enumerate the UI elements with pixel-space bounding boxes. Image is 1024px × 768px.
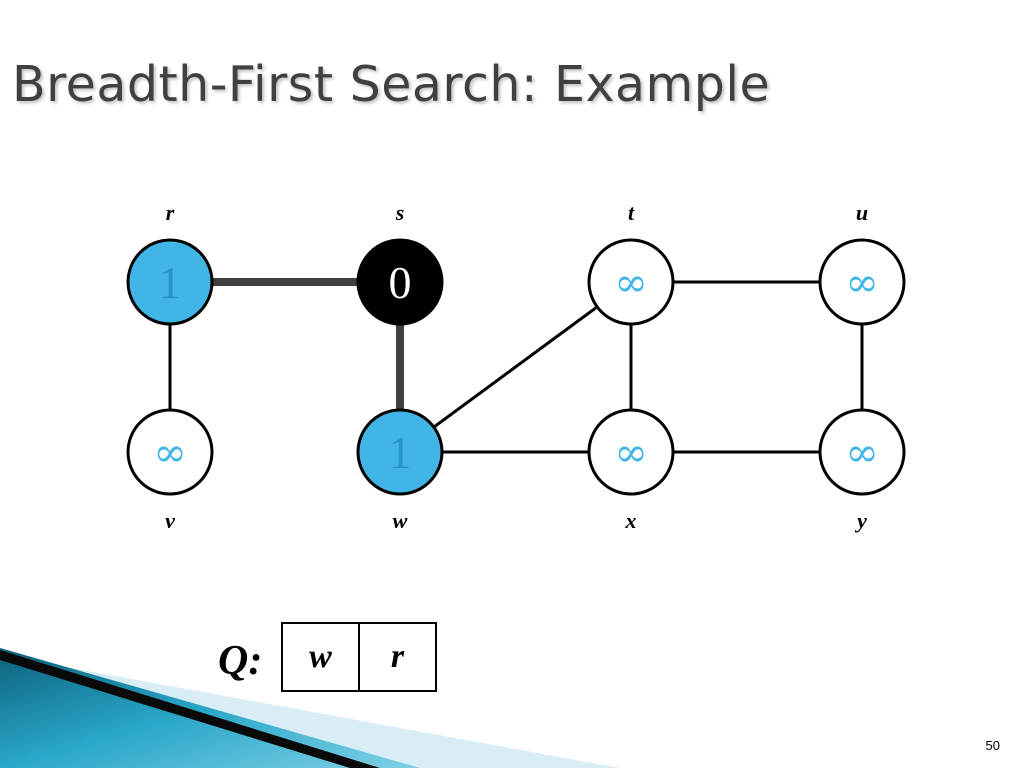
node-x — [587, 408, 675, 496]
node-x-label: x — [625, 508, 637, 533]
node-s-value: 0 — [389, 257, 412, 308]
node-t-label: t — [628, 200, 635, 225]
node-w — [356, 408, 444, 496]
queue-cell: w — [309, 638, 332, 675]
node-w-value: 1 — [389, 427, 412, 478]
node-w-label: w — [393, 508, 408, 533]
edge-w-t — [399, 280, 632, 454]
bfs-graph: 1 r 0 s ∞ t ∞ u ∞ v 1 w ∞ x ∞ y — [126, 200, 906, 533]
decoration-teal-band — [0, 648, 420, 768]
node-t — [587, 238, 675, 326]
node-y — [818, 408, 906, 496]
node-r — [126, 238, 214, 326]
node-s-label: s — [395, 200, 405, 225]
node-x-value: ∞ — [614, 430, 647, 476]
queue-label: Q: — [218, 638, 263, 684]
slide-title: Breadth-First Search: Example — [12, 56, 771, 113]
node-t-value: ∞ — [614, 260, 647, 306]
node-s — [356, 238, 444, 326]
queue: w r — [281, 622, 437, 692]
node-r-value: 1 — [159, 257, 182, 308]
node-v — [126, 408, 214, 496]
node-y-label: y — [854, 508, 867, 533]
node-v-value: ∞ — [153, 430, 186, 476]
queue-cell: r — [358, 624, 435, 690]
page-number: 50 — [985, 738, 1000, 753]
node-y-value: ∞ — [845, 430, 878, 476]
node-v-label: v — [165, 508, 175, 533]
node-r-label: r — [166, 200, 175, 225]
node-u-label: u — [856, 200, 868, 225]
node-u — [818, 238, 906, 326]
decoration-dark-line — [0, 650, 380, 768]
node-u-value: ∞ — [845, 260, 878, 306]
